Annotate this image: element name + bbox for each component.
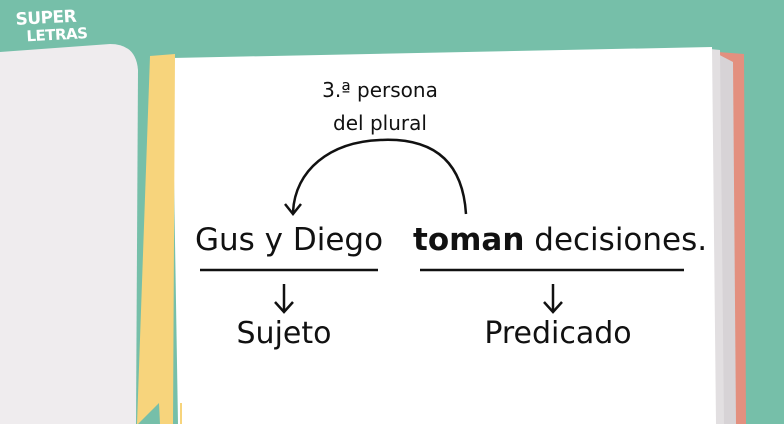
subject-text: Gus y Diego: [195, 222, 384, 258]
predicate-rest-text: decisiones.: [524, 222, 708, 258]
verb-text: toman: [413, 222, 525, 258]
predicate-text: toman decisiones.: [413, 222, 707, 258]
agreement-arrow: [291, 138, 468, 215]
bookmark: [137, 54, 175, 424]
logo-line2: LETRAS: [25, 24, 88, 46]
right-page: [172, 47, 716, 424]
agreement-arrowhead-icon: [284, 203, 302, 217]
predicate-down-arrow-icon: [543, 284, 563, 314]
annotation-line2: del plural: [333, 111, 427, 135]
subject-down-arrow-icon: [274, 284, 294, 314]
superletras-logo: SUPER LETRAS: [15, 7, 88, 46]
annotation: 3.ª persona del plural: [300, 74, 460, 140]
predicate-label: Predicado: [484, 316, 632, 351]
subject-label: Sujeto: [236, 316, 332, 351]
annotation-line1: 3.ª persona: [322, 78, 438, 102]
left-page: [0, 44, 138, 424]
